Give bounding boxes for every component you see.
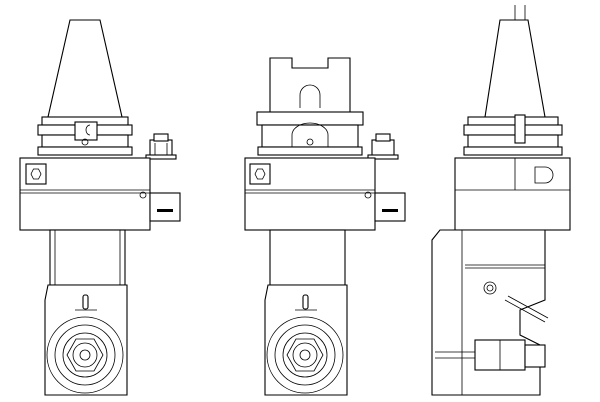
lower-body	[49, 229, 126, 286]
side-view	[431, 5, 571, 396]
coolant-nut	[145, 133, 177, 160]
spindle	[46, 316, 124, 394]
spindle-side	[435, 339, 546, 371]
lower-body	[269, 229, 346, 286]
taper-shank	[47, 19, 123, 118]
spindle	[266, 316, 344, 394]
main-body	[454, 157, 571, 231]
front-view-alt-shank	[244, 57, 406, 396]
front-view	[19, 19, 181, 396]
taper-shank	[484, 19, 546, 118]
coolant-nut	[367, 133, 399, 160]
